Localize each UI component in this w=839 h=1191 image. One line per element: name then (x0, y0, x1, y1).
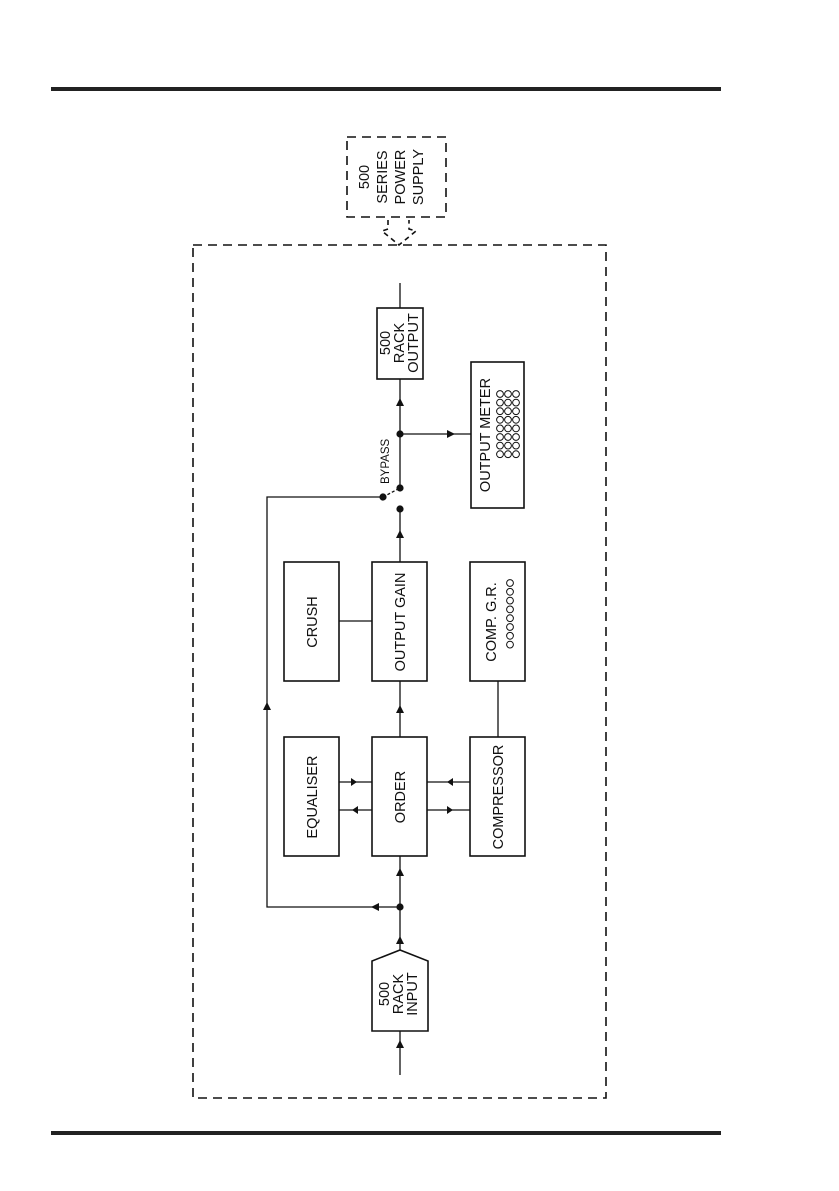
power-arrow (382, 220, 416, 245)
crush-block: CRUSH (284, 562, 339, 681)
switch-contact-main (396, 505, 403, 512)
arrow-right-icon (447, 430, 455, 438)
equaliser-label: EQUALISER (305, 756, 321, 839)
switch-common (396, 484, 403, 491)
equaliser-block: EQUALISER (284, 737, 339, 856)
output-meter-block: OUTPUT METER (471, 362, 524, 508)
output-gain-block: OUTPUT GAIN (372, 562, 427, 681)
arrow-left-icon (352, 806, 358, 814)
order-block: ORDER (372, 737, 427, 856)
arrow-up-icon (396, 530, 404, 538)
power-supply-line-2: SERIES (375, 150, 391, 203)
comp-gr-label: COMP. G.R. (484, 582, 500, 662)
compressor-label: COMPRESSOR (491, 745, 507, 850)
arrow-right-icon (351, 778, 357, 786)
rack-input-line-3: INPUT (405, 972, 421, 1016)
rack-output-block: 500 RACK OUTPUT (377, 308, 423, 379)
output-gain-label: OUTPUT GAIN (393, 573, 409, 672)
arrow-up-icon (396, 868, 404, 876)
arrow-up-icon (396, 1040, 404, 1048)
arrow-up-icon (396, 936, 404, 944)
comp-gr-block: COMP. G.R. (470, 562, 525, 681)
power-supply-line-1: 500 (357, 165, 373, 189)
compressor-block: COMPRESSOR (470, 737, 525, 856)
output-meter-label: OUTPUT METER (478, 378, 494, 492)
switch-lever (383, 488, 400, 497)
arrow-up-icon (263, 702, 271, 710)
crush-label: CRUSH (305, 596, 321, 648)
arrow-left-icon (371, 903, 379, 911)
arrow-up-icon (396, 705, 404, 713)
rack-input-block: 500 RACK INPUT (372, 950, 428, 1031)
arrow-up-icon (396, 398, 404, 406)
bypass-label: BYPASS (380, 439, 392, 484)
order-label: ORDER (393, 771, 409, 823)
rack-output-line-3: OUTPUT (406, 313, 422, 373)
power-supply-block: 500 SERIES POWER SUPPLY (347, 137, 446, 217)
power-supply-line-3: POWER (393, 150, 409, 205)
power-supply-line-4: SUPPLY (411, 149, 427, 205)
arrow-right-icon (447, 806, 453, 814)
arrow-left-icon (447, 778, 453, 786)
